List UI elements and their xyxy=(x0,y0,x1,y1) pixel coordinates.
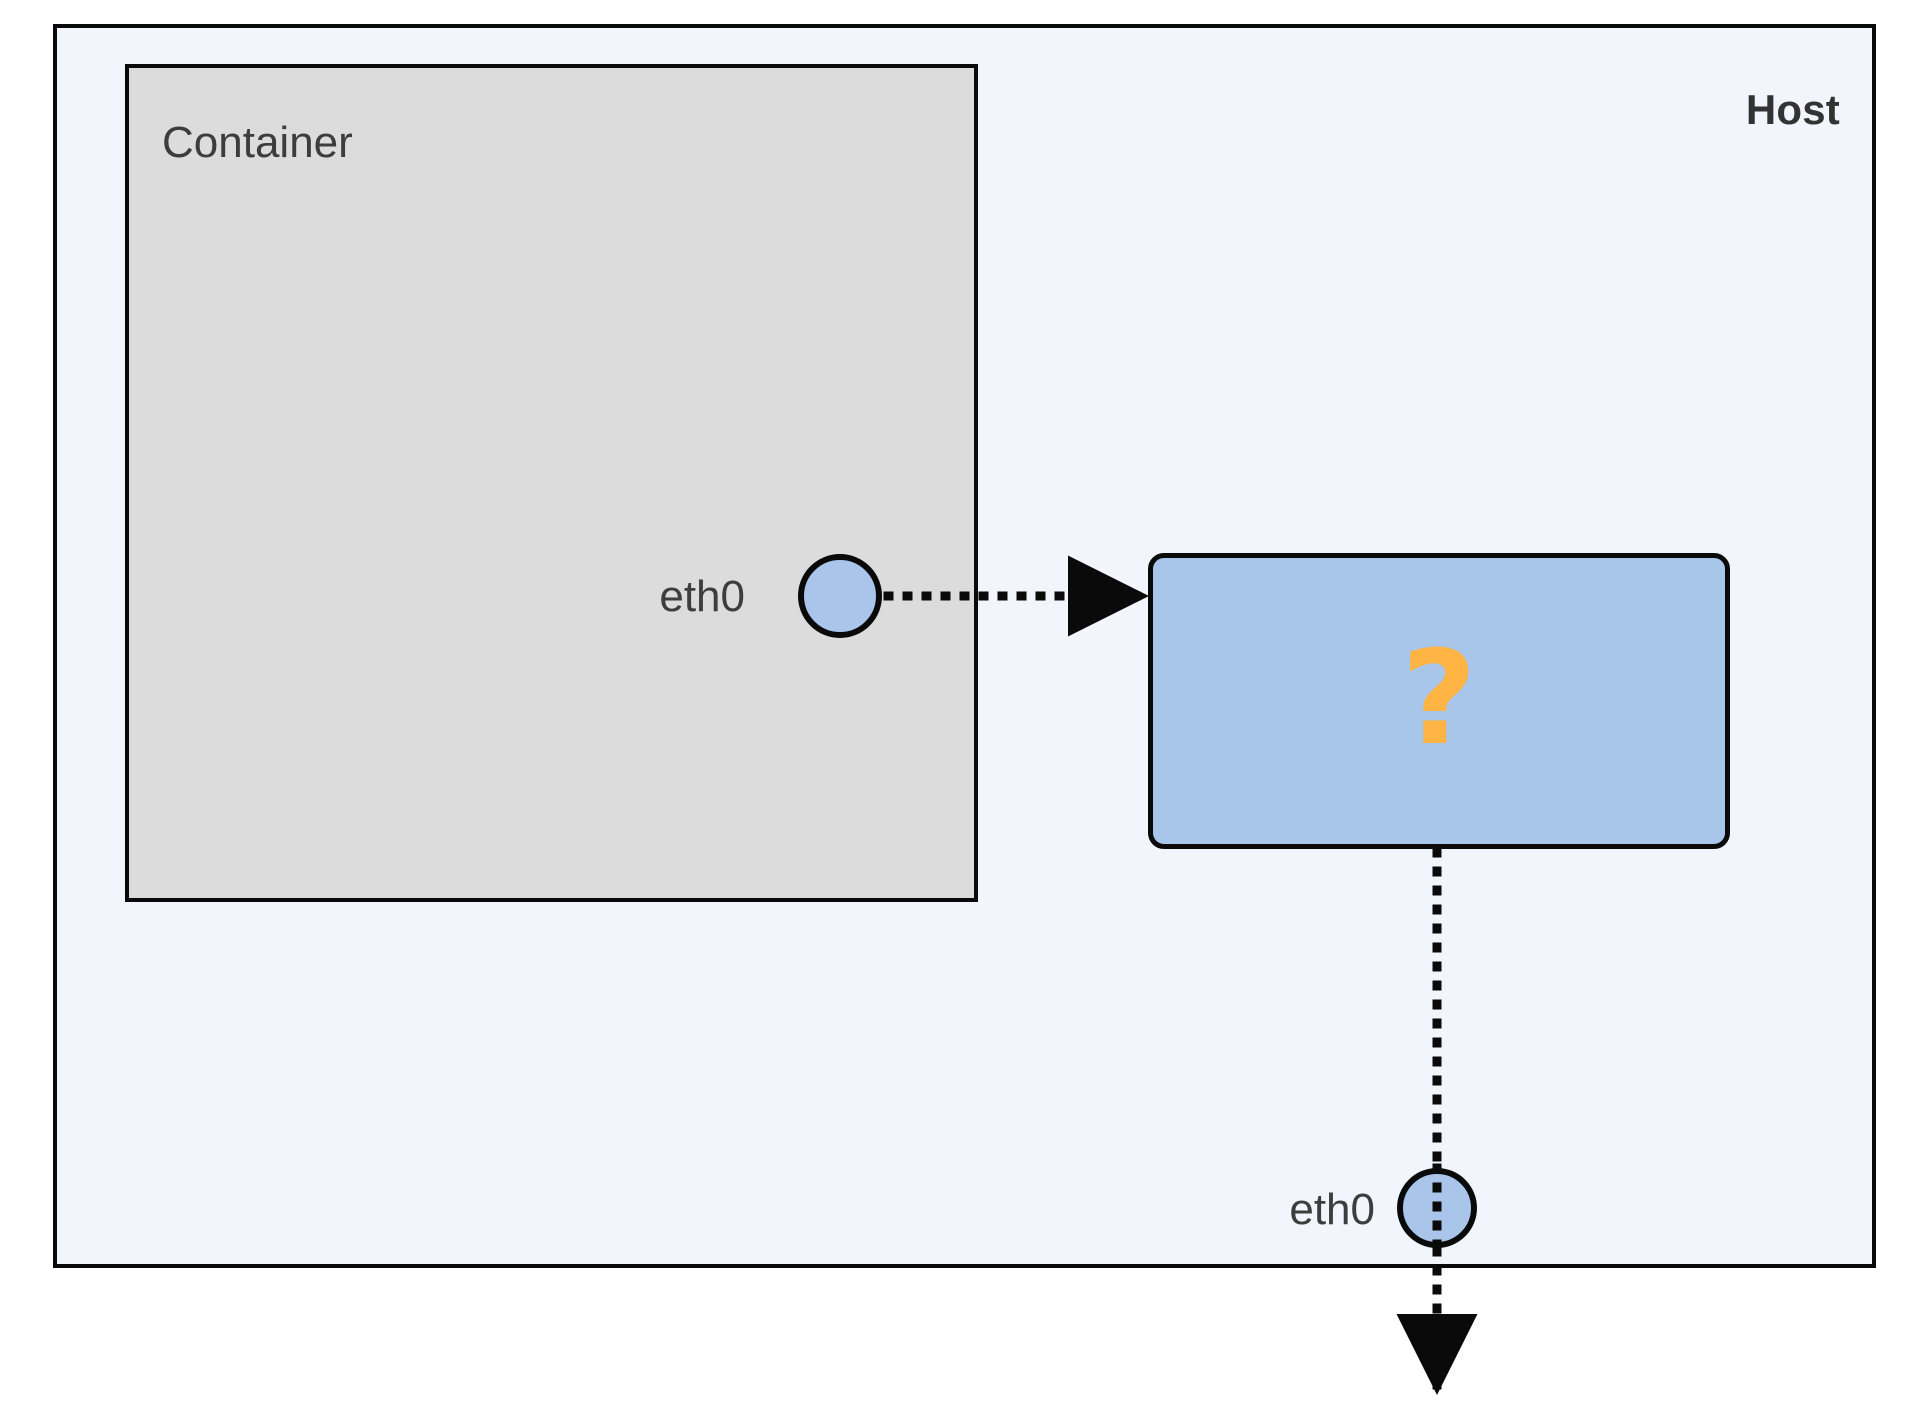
container-boundary xyxy=(125,64,978,902)
unknown-node[interactable]: ? xyxy=(1148,553,1730,849)
host-label: Host xyxy=(1745,86,1840,133)
container-eth0-interface-icon[interactable] xyxy=(798,554,882,638)
host-eth0-label: eth0 xyxy=(1289,1185,1375,1234)
host-eth0-interface-icon[interactable] xyxy=(1397,1168,1477,1248)
container-label: Container xyxy=(162,118,353,167)
question-mark-icon: ? xyxy=(1401,622,1477,774)
container-eth0-label: eth0 xyxy=(659,572,745,621)
